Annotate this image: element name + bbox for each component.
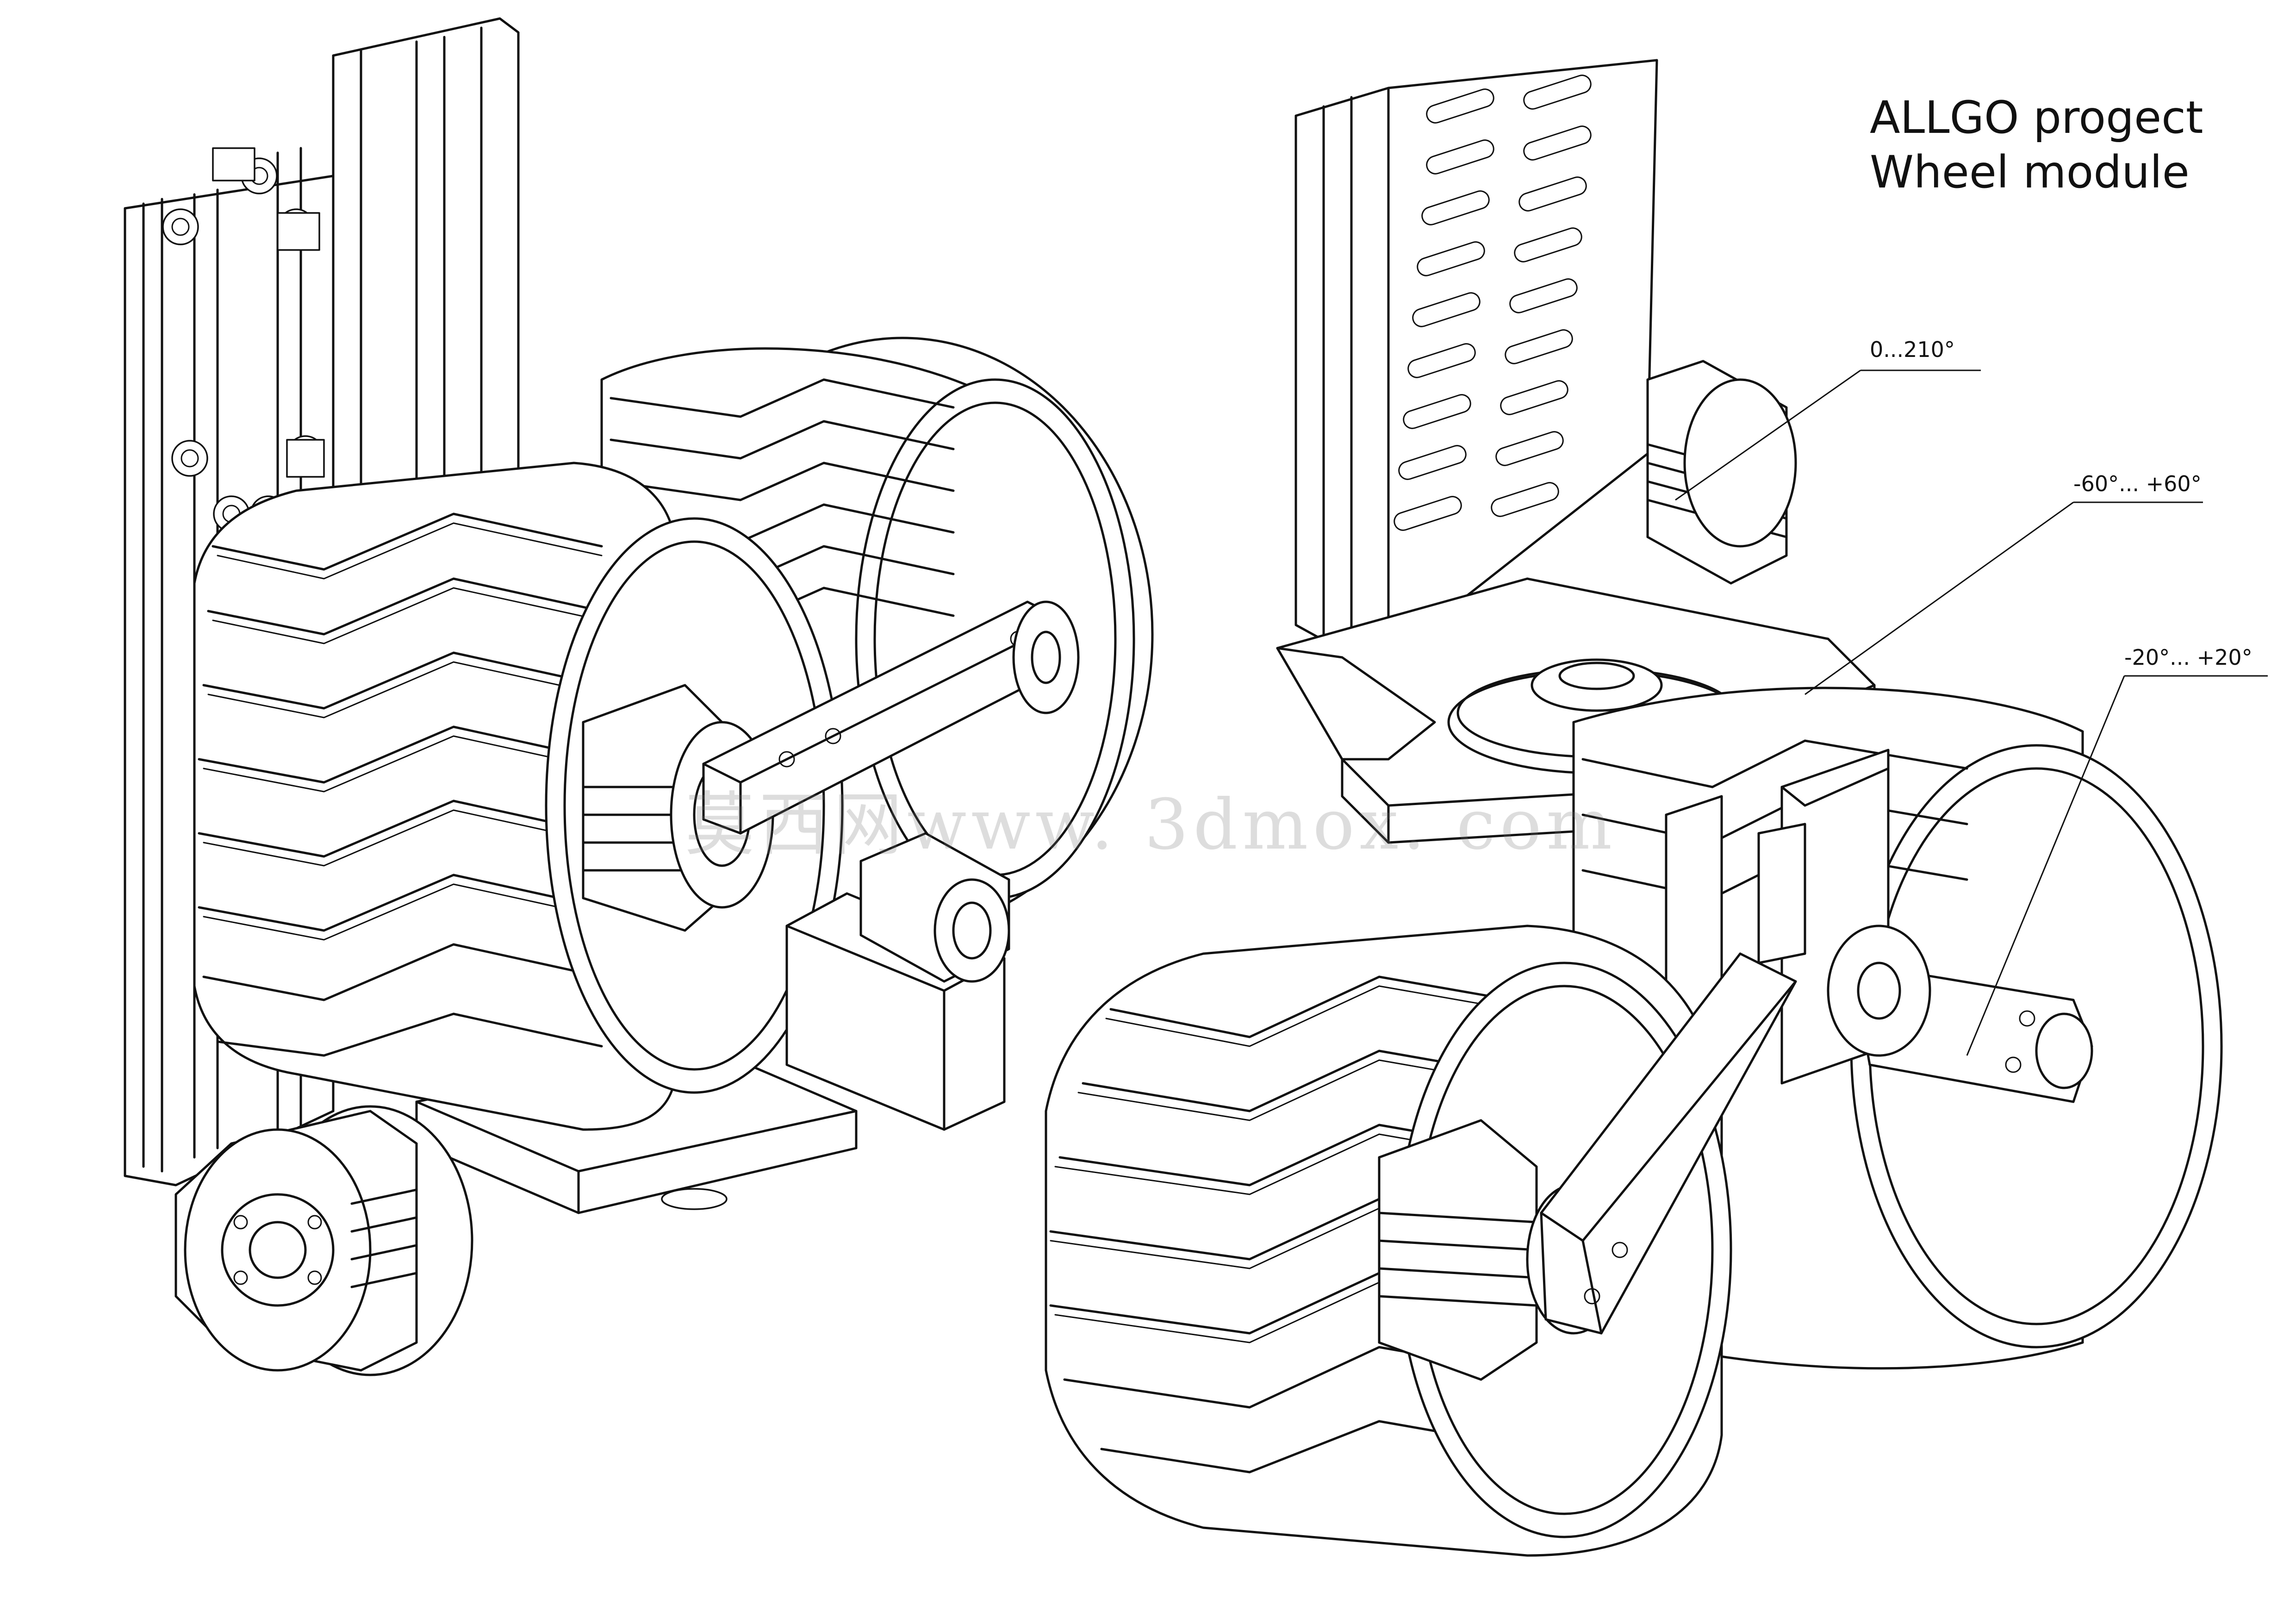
left-swing-arm (702, 600, 1080, 835)
left-assembly (124, 17, 1154, 1376)
right-slotted-panel (1294, 59, 1658, 677)
annotation-tilt-range: -20°... +20° (2124, 645, 2252, 670)
leader-lines (1675, 369, 2268, 1056)
right-assembly (1045, 59, 2223, 1557)
watermark-text: 莫西网www. 3dmox. com (685, 785, 1617, 865)
annotation-yaw-range: 0...210° (1870, 337, 1955, 362)
title-line-module: Wheel module (1870, 146, 2190, 198)
drawing-title: ALLGO progect Wheel module (1870, 90, 2203, 200)
left-pivot-strut (785, 832, 1010, 1131)
left-caster-wheel (174, 1105, 473, 1376)
right-main-arm (1540, 823, 1806, 1335)
right-swing-arm (1827, 924, 2093, 1103)
panel-slots (1394, 75, 1592, 531)
annotation-steer-range: -60°... +60° (2073, 471, 2202, 496)
title-line-project: ALLGO progect (1870, 92, 2203, 144)
right-yaw-motor (1646, 360, 1797, 585)
